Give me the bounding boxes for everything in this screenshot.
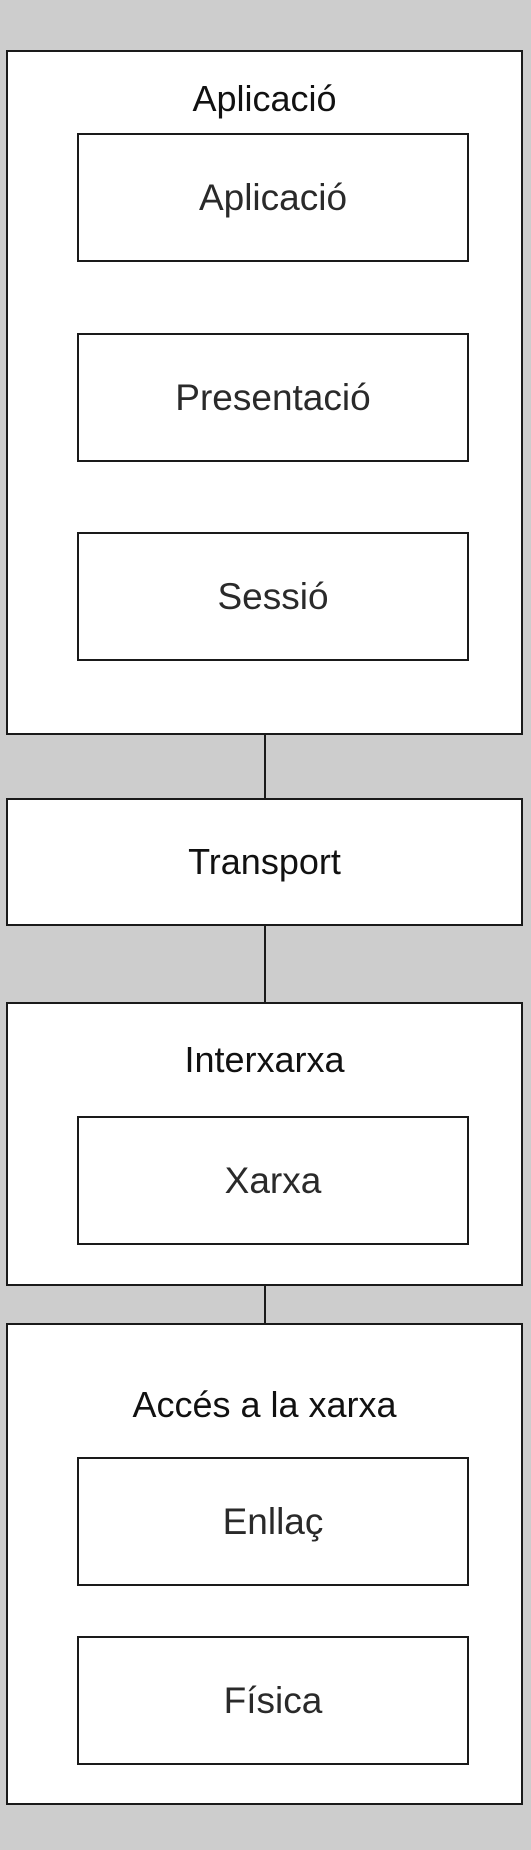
layer-aplicacio: Aplicació xyxy=(77,133,469,262)
transport-group-title: Transport xyxy=(188,841,341,882)
application-group: Aplicació Aplicació Presentació Sessió xyxy=(6,50,523,735)
network-access-group: Accés a la xarxa Enllaç Física xyxy=(6,1323,523,1805)
layer-enllac: Enllaç xyxy=(77,1457,469,1586)
layer-sessio: Sessió xyxy=(77,532,469,661)
internet-group-title: Interxarxa xyxy=(184,1039,345,1080)
application-group-title: Aplicació xyxy=(192,78,337,119)
layer-xarxa: Xarxa xyxy=(77,1116,469,1245)
layer-presentacio: Presentació xyxy=(77,333,469,462)
transport-group: Transport xyxy=(6,798,523,926)
network-access-group-title: Accés a la xarxa xyxy=(132,1384,397,1425)
internet-group: Interxarxa Xarxa xyxy=(6,1002,523,1286)
layer-fisica: Física xyxy=(77,1636,469,1765)
